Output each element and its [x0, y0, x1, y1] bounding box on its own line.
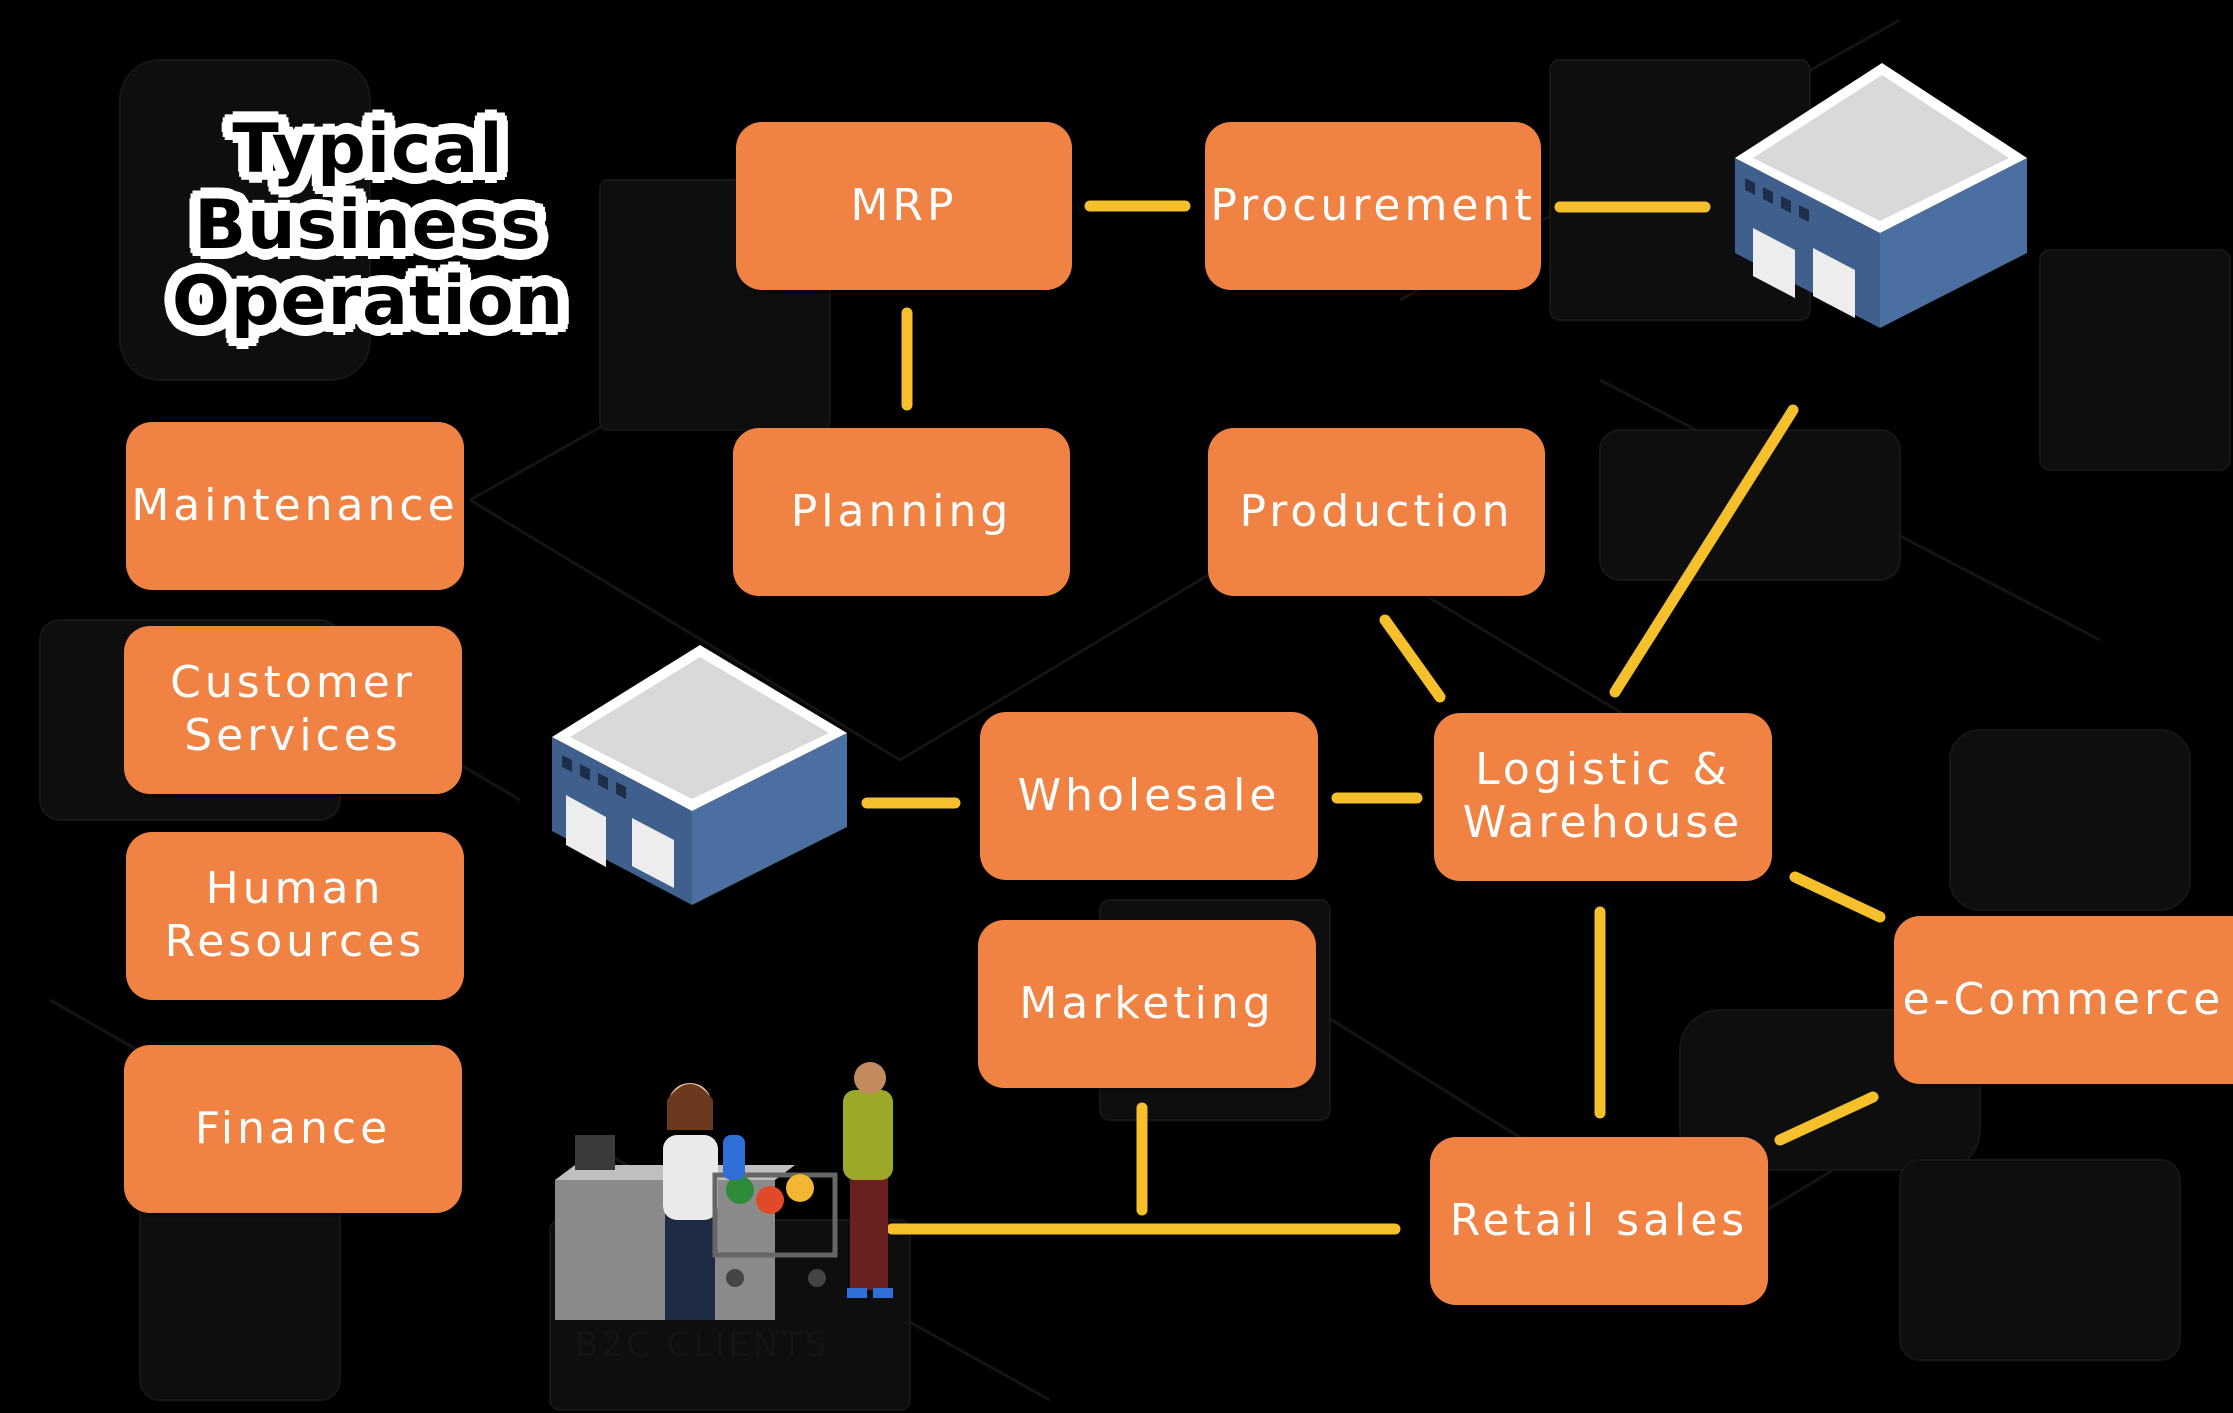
marketing-box[interactable]: Marketing [978, 920, 1316, 1088]
ecommerce-box[interactable]: e-Commerce [1894, 916, 2233, 1084]
connector-production-logistics [1379, 614, 1446, 703]
production-box[interactable]: Production [1208, 428, 1545, 596]
b2c-clients-label: B2C CLIENTS [575, 1325, 830, 1365]
diagram-title: Typical Business Operation [172, 110, 564, 341]
customer-services-box[interactable]: Customer Services [124, 626, 462, 794]
maintenance-label: Maintenance [131, 479, 459, 531]
planning-label: Planning [790, 485, 1013, 537]
connector-logistics-ecommerce [1789, 871, 1886, 923]
maintenance-box[interactable]: Maintenance [126, 422, 464, 590]
connector-warehouse-logistics [1609, 404, 1799, 698]
warehouse-icon [552, 645, 847, 905]
logistic-warehouse-box[interactable]: Logistic & Warehouse [1434, 713, 1772, 881]
human-resources-label: Human Resources [164, 863, 426, 967]
logistic-warehouse-label: Logistic & Warehouse [1462, 744, 1744, 848]
ecommerce-label: e-Commerce [1902, 973, 2225, 1025]
mrp-box[interactable]: MRP [736, 122, 1072, 290]
warehouse-icon [1735, 63, 2027, 328]
planning-box[interactable]: Planning [733, 428, 1070, 596]
procurement-label: Procurement [1210, 179, 1536, 231]
retail-checkout-icon [555, 1062, 893, 1320]
production-label: Production [1239, 485, 1514, 537]
human-resources-box[interactable]: Human Resources [126, 832, 464, 1000]
connector-ecommerce-retail [1774, 1091, 1879, 1146]
retail-sales-label: Retail sales [1449, 1194, 1749, 1246]
retail-sales-box[interactable]: Retail sales [1430, 1137, 1768, 1305]
procurement-box[interactable]: Procurement [1205, 122, 1541, 290]
customer-services-label: Customer Services [170, 657, 416, 761]
wholesale-label: Wholesale [1017, 769, 1281, 821]
marketing-label: Marketing [1019, 977, 1275, 1029]
wholesale-box[interactable]: Wholesale [980, 712, 1318, 880]
finance-label: Finance [194, 1102, 392, 1154]
finance-box[interactable]: Finance [124, 1045, 462, 1213]
mrp-label: MRP [850, 179, 958, 231]
